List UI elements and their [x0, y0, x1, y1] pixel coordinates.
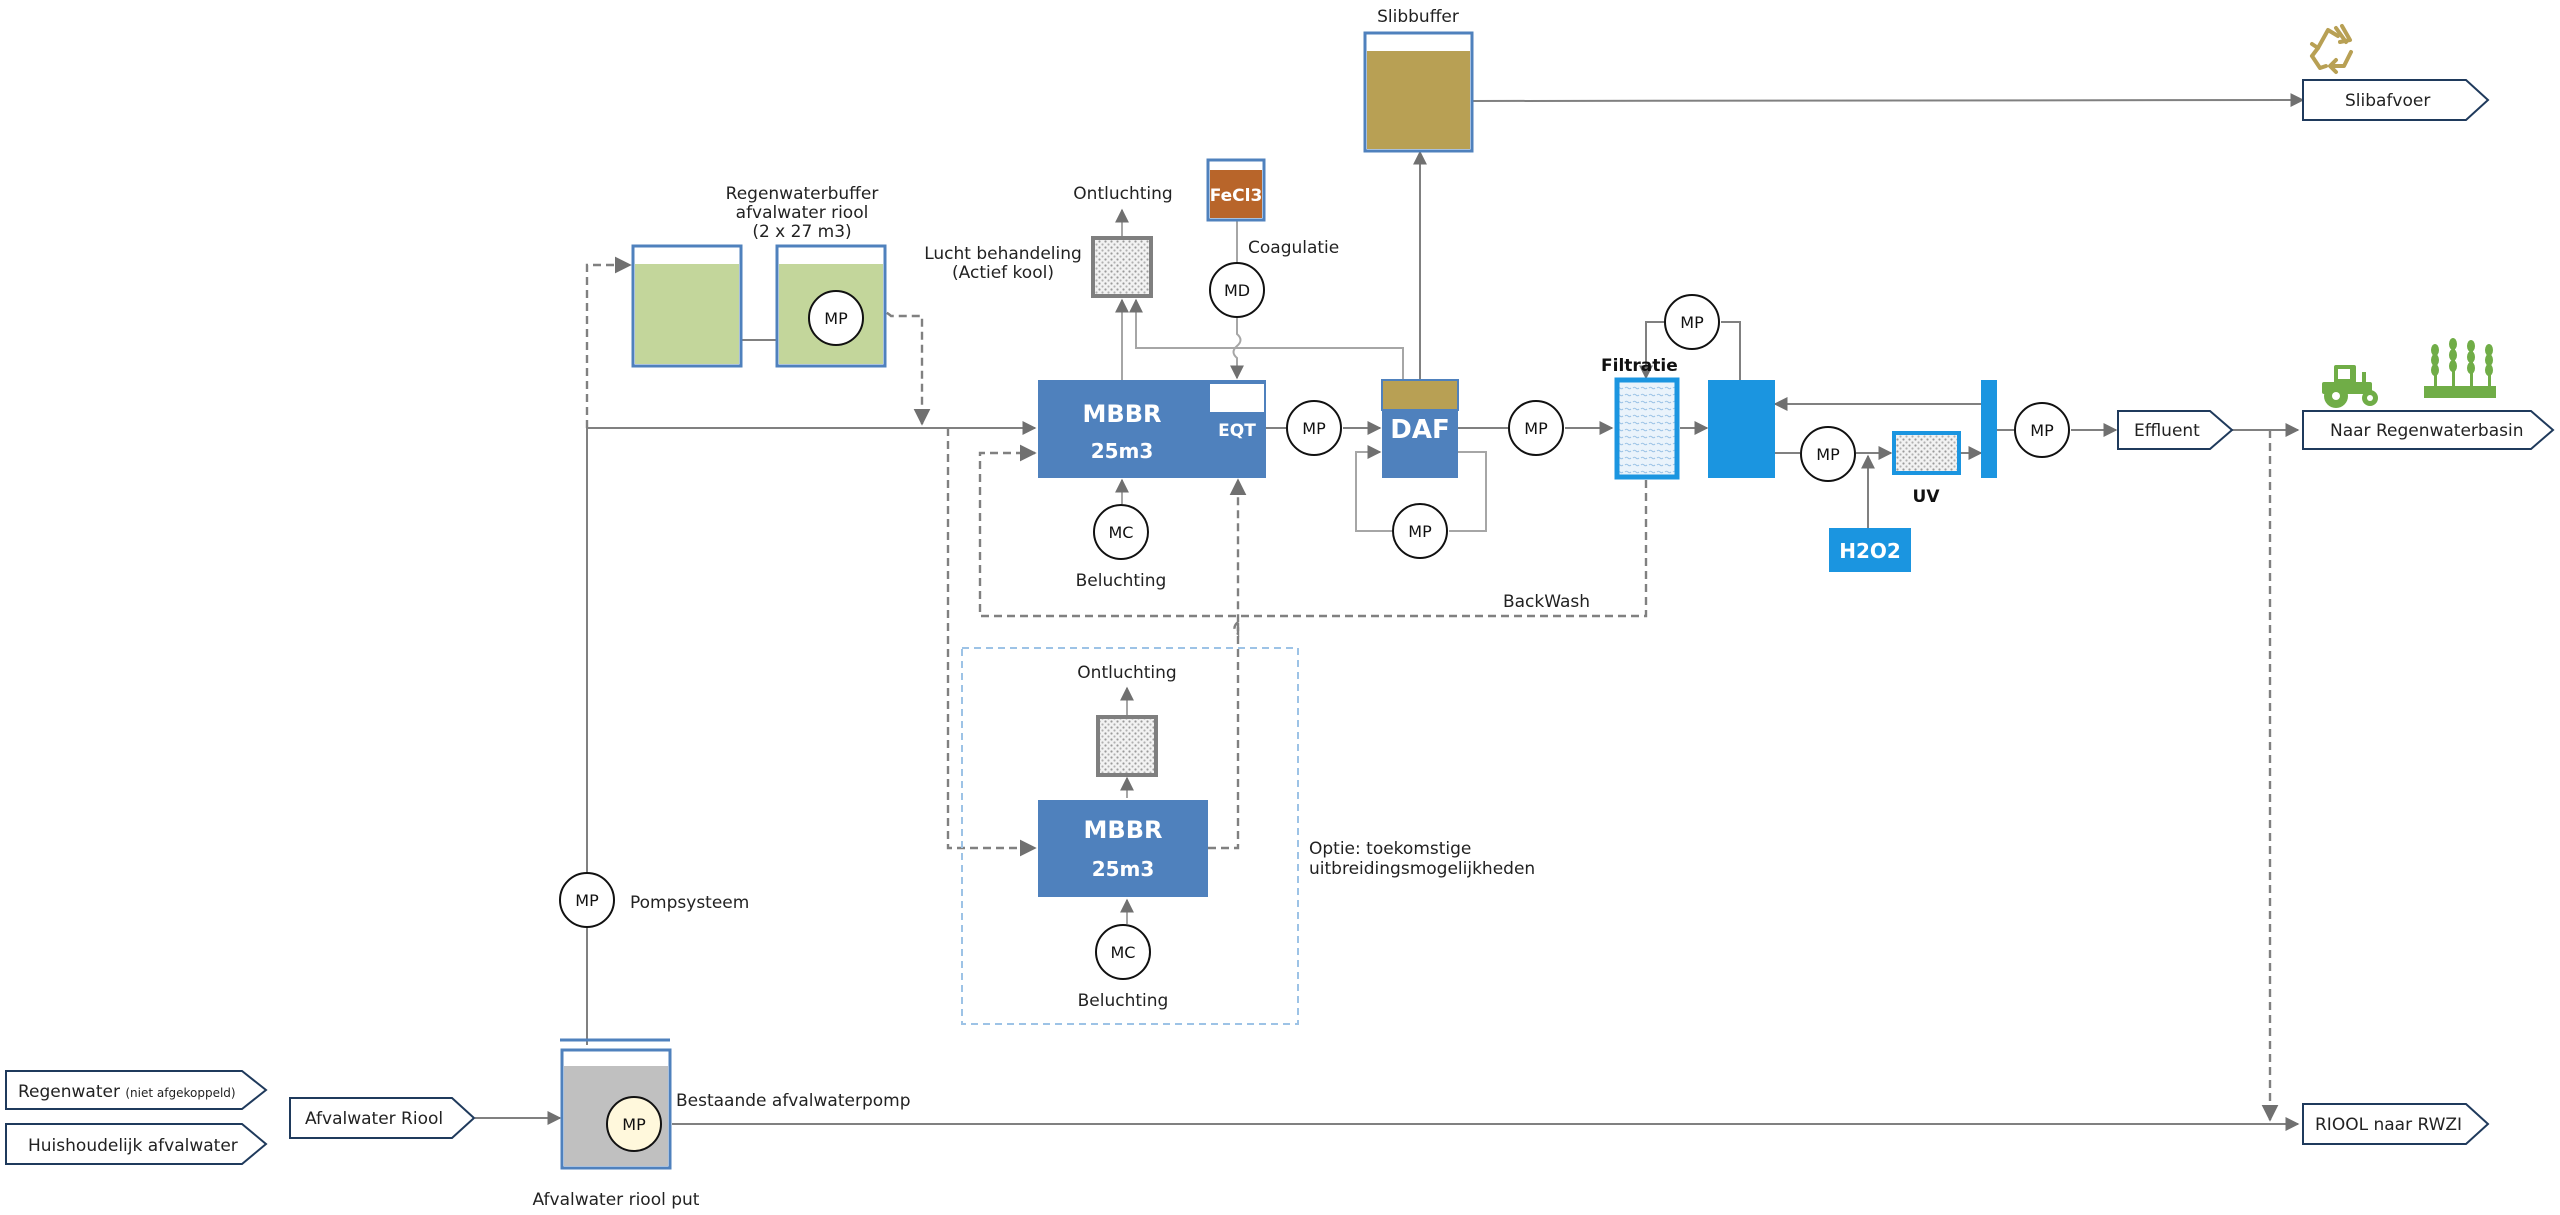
slibbuffer-tank: Slibbuffer — [1363, 7, 1474, 153]
regenwaterbuffer-label-3: (2 x 27 m3) — [752, 222, 851, 242]
pump-mp-eqt-daf: MP — [1286, 400, 1342, 456]
effluent-column — [1981, 380, 1997, 478]
coagulatie-label: Coagulatie — [1248, 238, 1339, 258]
pump-mp-effluent: MP — [2014, 402, 2070, 458]
svg-text:MP: MP — [824, 309, 848, 328]
aeration-compressor-mc: MC — [1093, 504, 1149, 560]
effluent-label: Effluent — [2134, 421, 2200, 441]
bestaande-pomp-label: Bestaande afvalwaterpomp — [676, 1091, 911, 1111]
future-mbbr-label: MBBR — [1084, 816, 1163, 844]
recycle-icon — [2310, 24, 2353, 74]
ontluchting-label-future: Ontluchting — [1077, 663, 1176, 683]
ontluchting-label-top: Ontluchting — [1073, 184, 1172, 204]
future-beluchting-label: Beluchting — [1078, 991, 1169, 1011]
crops-icon — [2424, 338, 2496, 398]
naar-regenwaterbasin-label: Naar Regenwaterbasin — [2330, 421, 2523, 441]
svg-text:MP: MP — [1680, 313, 1704, 332]
eqt-label: EQT — [1218, 421, 1256, 441]
h2o2-dosing: H2O2 — [1829, 528, 1911, 572]
slibbuffer-label: Slibbuffer — [1377, 7, 1459, 27]
fecl3-dosing-tank: FeCl3 — [1206, 158, 1266, 222]
regenwater-note: (niet afgekoppeld) — [125, 1086, 235, 1100]
optie-label-2: uitbreidingsmogelijkheden — [1309, 859, 1535, 879]
pump-mp-bestaande: MP — [606, 1096, 662, 1152]
svg-text:MC: MC — [1109, 523, 1134, 542]
svg-text:MP: MP — [2030, 421, 2054, 440]
output-riool-naar-rwzi: RIOOL naar RWZI — [2302, 1103, 2490, 1145]
lucht-behandeling-label-2: (Actief kool) — [952, 263, 1054, 283]
lucht-behandeling-label-1: Lucht behandeling — [924, 244, 1082, 264]
pipes — [475, 93, 2305, 1131]
slibafvoer-label: Slibafvoer — [2345, 91, 2430, 111]
daf-label: DAF — [1390, 415, 1449, 445]
mbbr-eqt-unit: MBBR 25m3 EQT — [1038, 380, 1266, 478]
svg-text:MC: MC — [1111, 943, 1136, 962]
svg-text:MP: MP — [1816, 445, 1840, 464]
svg-text:MP: MP — [575, 891, 599, 910]
svg-text:MP: MP — [1302, 419, 1326, 438]
svg-text:MP: MP — [1524, 419, 1548, 438]
filtratie-label: Filtratie — [1601, 356, 1678, 376]
regenwater-label: Regenwater — [18, 1082, 120, 1102]
input-afvalwater-riool: Afvalwater Riool — [289, 1097, 476, 1139]
effluent-tag: Effluent — [2117, 410, 2234, 450]
fecl3-label: FeCl3 — [1210, 186, 1263, 206]
backwash-label: BackWash — [1503, 592, 1590, 612]
h2o2-label: H2O2 — [1839, 539, 1901, 563]
beluchting-label: Beluchting — [1076, 571, 1167, 591]
mbbr-label: MBBR — [1083, 400, 1162, 428]
uv-label: UV — [1913, 487, 1941, 507]
input-regenwater: Regenwater (niet afgekoppeld) — [5, 1070, 268, 1110]
input-huishoudelijk: Huishoudelijk afvalwater — [5, 1123, 268, 1165]
svg-text:Regenwater (niet afgekoppeld): Regenwater (niet afgekoppeld) — [18, 1082, 236, 1102]
afvalwater-riool-label: Afvalwater Riool — [305, 1109, 443, 1129]
future-expansion-box — [961, 647, 1299, 1025]
dosing-pump-md: MD — [1209, 262, 1265, 318]
uv-reactor — [1892, 431, 1961, 475]
huishoudelijk-label: Huishoudelijk afvalwater — [28, 1136, 238, 1156]
future-mbbr-unit: MBBR 25m3 — [1038, 800, 1208, 897]
regenwaterbuffer-label-1: Regenwaterbuffer — [726, 184, 879, 204]
future-mbbr-volume-label: 25m3 — [1092, 857, 1155, 881]
svg-text:MP: MP — [1408, 522, 1432, 541]
regenwaterbuffer-label-2: afvalwater riool — [736, 203, 869, 223]
daf-unit: DAF — [1381, 379, 1459, 478]
pump-mp-pompsysteem: MP — [559, 872, 615, 928]
pump-mp-daf-filter: MP — [1508, 400, 1564, 456]
clean-water-buffer — [1708, 380, 1775, 478]
future-aeration-compressor-mc: MC — [1095, 924, 1151, 980]
svg-text:MD: MD — [1224, 281, 1250, 300]
riool-put-label: Afvalwater riool put — [533, 1190, 700, 1210]
optie-label-1: Optie: toekomstige — [1309, 839, 1471, 859]
actief-kool-filter-future — [1096, 715, 1158, 777]
pompsysteem-label: Pompsysteem — [630, 893, 749, 913]
tractor-icon — [2322, 365, 2378, 408]
pump-mp-daf-recycle: MP — [1392, 503, 1448, 559]
mbbr-volume-label: 25m3 — [1091, 439, 1154, 463]
output-naar-regenwaterbasin: Naar Regenwaterbasin — [2302, 410, 2555, 450]
filtration-unit — [1614, 377, 1680, 480]
pump-mp-backwash: MP — [1664, 294, 1720, 350]
output-slibafvoer: Slibafvoer — [2302, 79, 2490, 121]
buffer-pump: MP — [808, 290, 864, 346]
regenwaterbuffer: Regenwaterbuffer afvalwater riool (2 x 2… — [631, 184, 887, 368]
actief-kool-filter-top — [1091, 236, 1153, 298]
svg-text:MP: MP — [622, 1115, 646, 1134]
pump-mp-uv: MP — [1800, 426, 1856, 482]
riool-naar-rwzi-label: RIOOL naar RWZI — [2315, 1115, 2462, 1135]
